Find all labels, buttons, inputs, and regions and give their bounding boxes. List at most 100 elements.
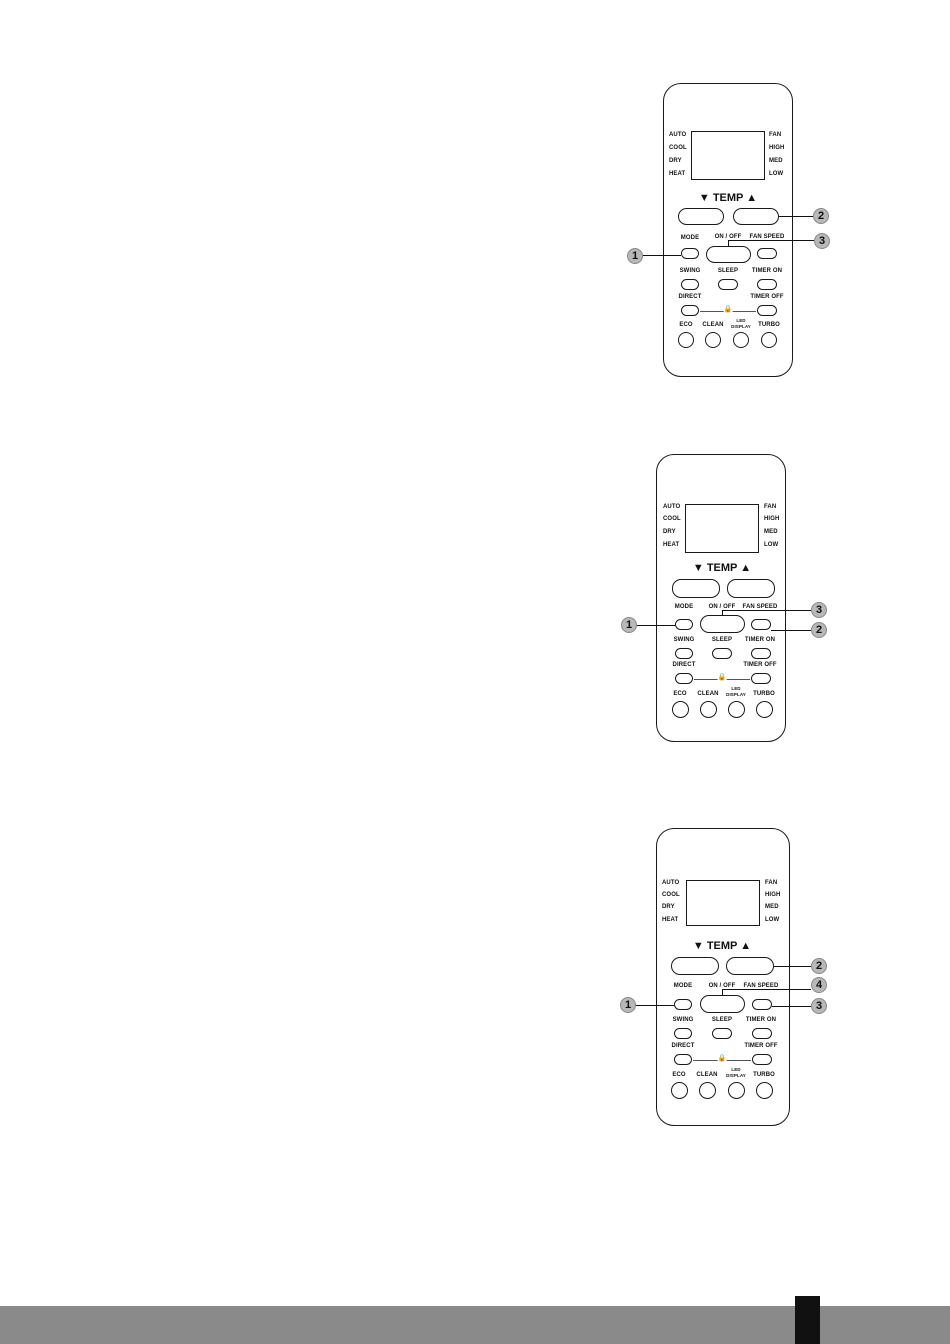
low-label: LOW: [769, 171, 784, 177]
remote-body: [656, 828, 790, 1126]
clean-button[interactable]: [699, 1082, 716, 1099]
turbo-button[interactable]: [756, 1082, 773, 1099]
mode-auto-label: AUTO: [663, 504, 681, 510]
callout-2: 2: [811, 958, 827, 974]
swing-button[interactable]: [675, 648, 693, 659]
timer-off-label: TIMER OFF: [750, 294, 784, 300]
remote-body: [663, 83, 793, 377]
timer-off-button[interactable]: [752, 1054, 772, 1065]
med-label: MED: [764, 529, 778, 535]
timer-on-button[interactable]: [751, 648, 771, 659]
mode-button[interactable]: [681, 248, 699, 259]
temp-up-button[interactable]: [733, 208, 779, 225]
timer-on-button[interactable]: [757, 279, 777, 290]
swing-label: SWING: [679, 268, 701, 274]
led-display-button[interactable]: [733, 332, 749, 348]
timer-on-label: TIMER ON: [751, 268, 783, 274]
mode-auto-label: AUTO: [669, 132, 687, 138]
mode-heat-label: HEAT: [662, 917, 679, 923]
sleep-button[interactable]: [718, 279, 738, 290]
high-label: HIGH: [765, 892, 781, 898]
timer-off-button[interactable]: [757, 305, 777, 316]
callout-1: 1: [620, 997, 636, 1013]
timer-on-button[interactable]: [752, 1028, 772, 1039]
led-display-button[interactable]: [728, 701, 745, 718]
fan-speed-label: FAN SPEED: [742, 604, 778, 610]
timer-off-button[interactable]: [751, 673, 771, 684]
fan-speed-button[interactable]: [752, 999, 772, 1010]
clean-label: CLEAN: [697, 691, 719, 697]
footer-band: [0, 1306, 950, 1344]
mode-cool-label: COOL: [663, 516, 681, 522]
mode-heat-label: HEAT: [663, 542, 680, 548]
high-label: HIGH: [769, 145, 785, 151]
eco-button[interactable]: [671, 1082, 688, 1099]
callout-3: 3: [814, 233, 830, 249]
temp-down-button[interactable]: [672, 579, 720, 598]
led-display-button[interactable]: [728, 1082, 745, 1099]
timer-off-label: TIMER OFF: [744, 1043, 778, 1049]
remote-body: [656, 454, 786, 742]
direct-button[interactable]: [681, 305, 699, 316]
clean-label: CLEAN: [696, 1072, 718, 1078]
clean-button[interactable]: [705, 332, 721, 348]
on-off-button[interactable]: [700, 995, 745, 1013]
direct-button[interactable]: [675, 673, 693, 684]
display-label: DISPLAY: [731, 324, 751, 329]
display-label: DISPLAY: [726, 1073, 746, 1078]
mode-auto-label: AUTO: [662, 880, 680, 886]
lock-icon: 🔒: [723, 305, 733, 313]
eco-button[interactable]: [678, 332, 694, 348]
temp-label: ▼ TEMP ▲: [692, 940, 752, 952]
on-off-button[interactable]: [700, 615, 745, 633]
swing-button[interactable]: [674, 1028, 692, 1039]
temp-label: ▼ TEMP ▲: [692, 562, 752, 574]
fan-speed-button[interactable]: [757, 248, 777, 259]
temp-up-button[interactable]: [727, 579, 775, 598]
swing-label: SWING: [672, 1017, 694, 1023]
callout-2: 2: [813, 208, 829, 224]
lock-icon: 🔒: [717, 1054, 727, 1062]
sleep-button[interactable]: [712, 648, 732, 659]
timer-on-label: TIMER ON: [744, 637, 776, 643]
mode-dry-label: DRY: [663, 529, 676, 535]
timer-off-label: TIMER OFF: [743, 662, 777, 668]
fan-label: FAN: [764, 504, 777, 510]
led-label: LED: [736, 318, 746, 323]
callout-leader: [728, 240, 729, 247]
direct-label: DIRECT: [671, 1043, 695, 1049]
med-label: MED: [769, 158, 783, 164]
turbo-label: TURBO: [753, 691, 775, 697]
callout-1: 1: [621, 617, 637, 633]
led-label: LED: [731, 686, 741, 691]
led-label: LED: [731, 1067, 741, 1072]
callout-leader: [722, 989, 723, 995]
temp-down-button[interactable]: [678, 208, 724, 225]
clean-button[interactable]: [700, 701, 717, 718]
swing-label: SWING: [673, 637, 695, 643]
direct-label: DIRECT: [672, 662, 696, 668]
turbo-button[interactable]: [756, 701, 773, 718]
on-off-button[interactable]: [706, 246, 751, 263]
callout-leader: [779, 216, 813, 217]
fan-speed-button[interactable]: [751, 619, 771, 630]
mode-dry-label: DRY: [669, 158, 682, 164]
sleep-label: SLEEP: [711, 637, 733, 643]
eco-button[interactable]: [672, 701, 689, 718]
callout-2: 2: [811, 622, 827, 638]
turbo-button[interactable]: [761, 332, 777, 348]
temp-up-button[interactable]: [726, 957, 774, 975]
sleep-button[interactable]: [712, 1028, 732, 1039]
temp-label: ▼ TEMP ▲: [698, 192, 758, 204]
callout-leader: [636, 1005, 674, 1006]
on-off-label: ON / OFF: [708, 604, 736, 610]
lcd-screen: [691, 131, 765, 180]
timer-on-label: TIMER ON: [745, 1017, 777, 1023]
temp-down-button[interactable]: [671, 957, 719, 975]
mode-button[interactable]: [675, 619, 693, 630]
callout-3: 3: [811, 998, 827, 1014]
low-label: LOW: [765, 917, 780, 923]
direct-button[interactable]: [674, 1054, 692, 1065]
swing-button[interactable]: [681, 279, 699, 290]
mode-button[interactable]: [674, 999, 692, 1010]
